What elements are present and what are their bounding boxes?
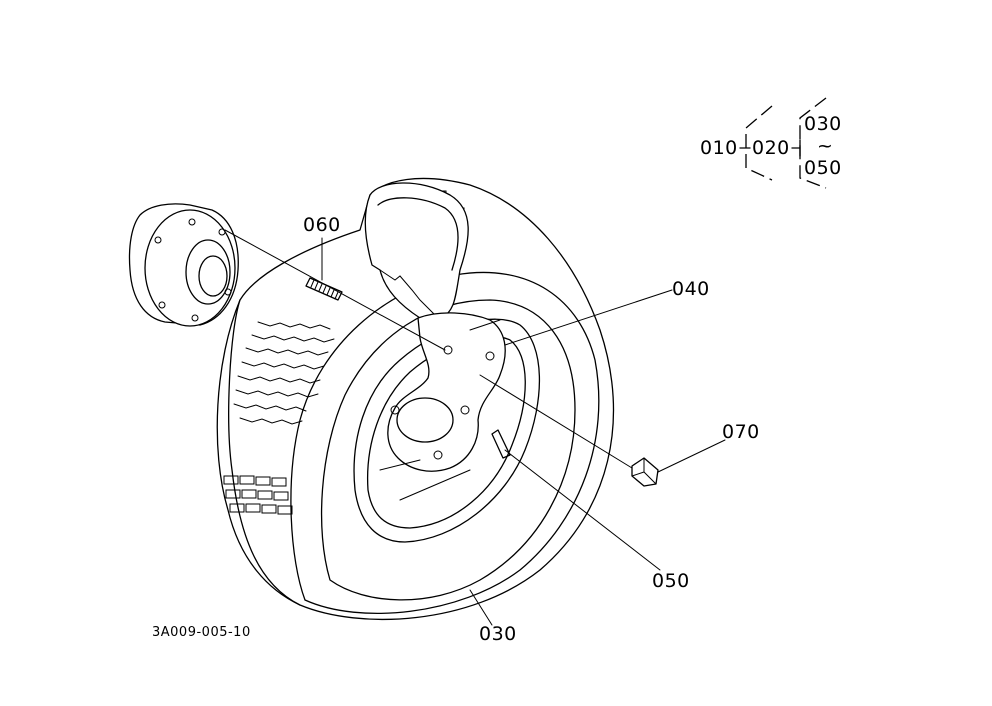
label-050: 050 [652,570,690,592]
label-070: 070 [722,421,760,443]
wheel-nut [631,457,659,487]
tree-tilde: ~ [817,135,833,157]
tree-top-label: 030 [804,113,842,135]
label-040: 040 [672,278,710,300]
assembly-tree: 010 020 030 ~ 050 [700,97,842,189]
tree-root-label: 010 [700,137,738,159]
tree-mid-label: 020 [752,137,790,159]
label-060: 060 [303,214,341,236]
leader-lines [224,229,726,626]
tree-bottom-label: 050 [804,157,842,179]
wheel-disc [379,312,511,501]
label-030: 030 [479,623,517,645]
stud-bolt [305,277,343,301]
wheel-hub [128,203,239,327]
tube-cutaway [364,182,469,321]
drawing-code: 3A009-005-10 [152,625,251,640]
